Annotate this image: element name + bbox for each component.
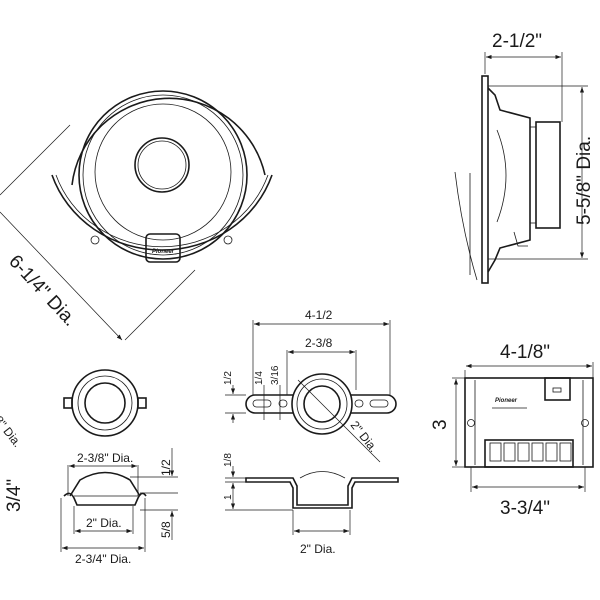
- bracket-depth-label: 1: [223, 494, 234, 500]
- crossover-mount-width-label: 3-3/4": [500, 498, 550, 519]
- crossover-width-label: 4-1/8": [500, 342, 550, 363]
- tweeter-bracket-view: 4-1/2 2-3/8 2" Dia. 1/2 1/4 3/16 1/8 1: [223, 308, 399, 556]
- tweeter-outer-diameter-label: 2-3/4" Dia.: [75, 552, 131, 566]
- partial-diameter-label: 8" Dia.: [0, 413, 25, 450]
- bracket-bottom-diameter-label: 2" Dia.: [300, 542, 336, 556]
- woofer-diameter-label: 6-1/4" Dia.: [4, 251, 80, 331]
- bracket-hole-width-label: 3/16: [270, 365, 281, 385]
- bracket-center-width-label: 2-3/8: [305, 336, 333, 350]
- terminal-block: [489, 442, 572, 462]
- crossover-view: Pioneer 4-1/8" 3 3-3/4": [430, 342, 594, 519]
- pioneer-badge: [145, 233, 181, 263]
- crossover-height-label: 3: [430, 419, 451, 430]
- tweeter-flush-view: 8" Dia. 3/4" 2-3/8" Dia. 1/2 5/8 2" Dia.…: [0, 369, 178, 566]
- bracket-height-label: 1/2: [223, 371, 234, 385]
- woofer-logo: Pioneer: [152, 249, 175, 255]
- crossover-logo: Pioneer: [495, 398, 518, 404]
- bracket-overall-width-label: 4-1/2: [305, 308, 333, 322]
- bracket-slot-width-label: 1/4: [254, 371, 265, 385]
- woofer-depth-label: 2-1/2": [492, 31, 542, 52]
- woofer-height-label: 5-5/8" Dia.: [574, 136, 595, 225]
- tweeter-height-bottom-label: 5/8: [159, 521, 173, 538]
- tweeter-inner-diameter-label: 2" Dia.: [86, 516, 122, 530]
- tweeter-height-top-label: 1/2: [159, 459, 173, 476]
- woofer-front-view: Pioneer 6-1/4" Dia.: [0, 90, 273, 341]
- woofer-side-view: 2-1/2" 5-5/8" Dia.: [454, 31, 595, 284]
- bracket-diameter-label: 2" Dia.: [348, 418, 381, 455]
- tweeter-top-diameter-label: 2-3/8" Dia.: [77, 451, 133, 465]
- partial-depth-label: 3/4": [4, 479, 25, 512]
- bracket-plate-thickness-label: 1/8: [223, 453, 234, 467]
